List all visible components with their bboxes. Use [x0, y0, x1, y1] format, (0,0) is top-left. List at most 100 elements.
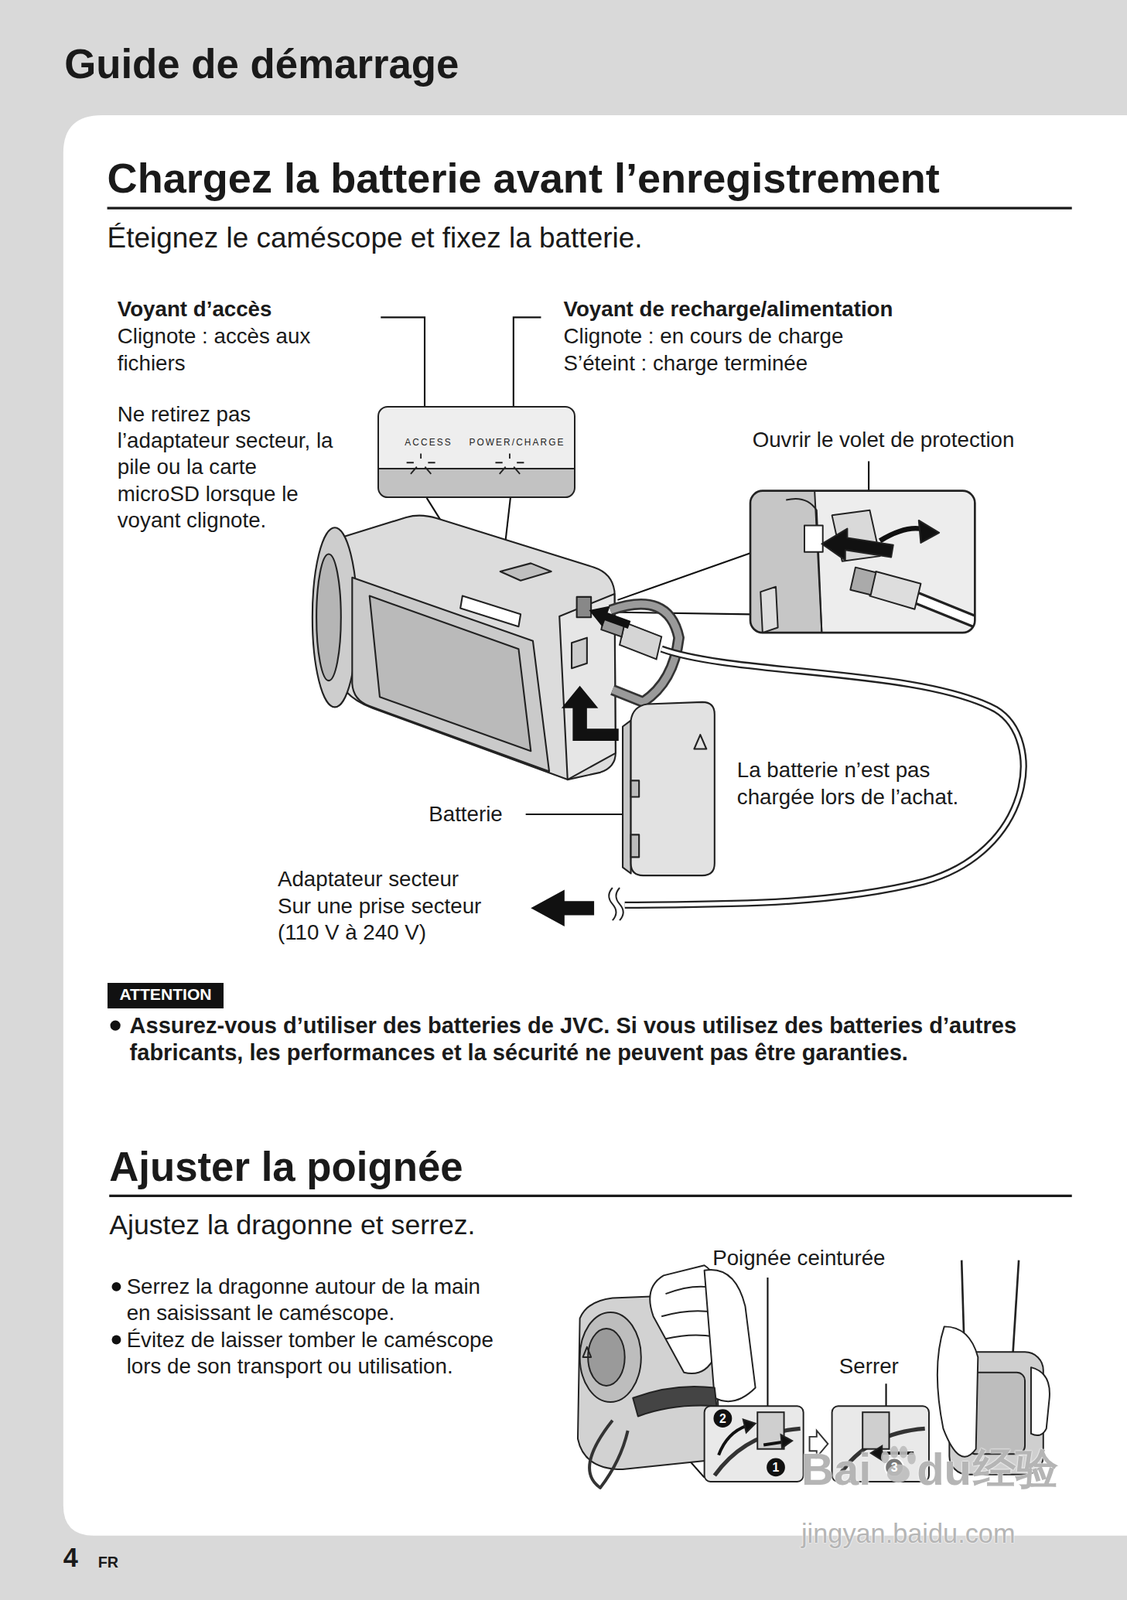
carry-view — [937, 1260, 1050, 1476]
part-label: Poignée ceinturée — [712, 1245, 885, 1272]
jack-detail — [916, 597, 975, 625]
ac-adapter-cable — [615, 887, 623, 921]
camcorder — [500, 563, 552, 581]
indicator-lamp — [379, 407, 574, 497]
callout-text: S’éteint : charge terminée — [563, 350, 809, 377]
section-heading: Ajuster la poignée — [109, 1142, 463, 1192]
ac-adapter-cable — [624, 648, 1024, 906]
watermark-logo — [887, 1465, 910, 1484]
jack-detail — [916, 597, 975, 625]
page-number: 4 — [63, 1543, 79, 1575]
jack-detail — [760, 587, 778, 633]
battery — [622, 720, 632, 875]
direction-arrow — [561, 686, 619, 742]
camcorder — [312, 527, 358, 707]
watermark-logo — [881, 1446, 916, 1484]
watermark-logo — [907, 1452, 916, 1466]
instruction: Ajustez la dragonne et serrez. — [109, 1208, 475, 1242]
watermark: du — [916, 1444, 972, 1496]
ac-adapter-cable — [624, 648, 1024, 906]
strap-detail — [704, 1406, 804, 1483]
callout-number: 1 — [766, 1458, 786, 1478]
heading-rule — [107, 208, 1073, 1196]
jack-detail — [869, 571, 921, 610]
attention-text: Assurez-vous d’utiliser des batteries de… — [129, 1012, 1018, 1068]
watermark-logo — [890, 1446, 899, 1459]
watermark: jingyan.baidu.com — [801, 1519, 1015, 1551]
carry-view — [1031, 1367, 1050, 1436]
bullet-dot — [110, 1021, 121, 1032]
direction-arrow — [530, 890, 595, 928]
instruction: Éteignez le caméscope et fixez la batter… — [107, 221, 643, 257]
battery — [631, 780, 640, 797]
language-code: FR — [98, 1553, 119, 1573]
jack-detail-frame — [750, 491, 975, 633]
watermark-logo — [899, 1446, 909, 1459]
jack-detail — [750, 491, 822, 633]
strap-detail — [862, 1412, 889, 1450]
strap-detail — [743, 1419, 756, 1433]
hand-grip — [587, 1328, 625, 1387]
jack-detail — [918, 520, 940, 544]
jack-detail — [785, 498, 822, 633]
battery — [631, 702, 715, 876]
callout-title: Voyant d’accès — [117, 296, 273, 323]
page-title: Guide de démarrage — [64, 39, 459, 89]
direction-arrow — [585, 599, 634, 636]
ac-adapter-cable — [601, 615, 1024, 922]
leader-line — [618, 612, 751, 615]
part-label: Batterie — [428, 801, 503, 828]
indicator-lamp — [406, 454, 436, 475]
jack-detail — [804, 525, 824, 553]
note: La batterie n’est pas chargée lors de l’… — [737, 757, 993, 811]
camcorder — [316, 553, 342, 681]
leader-line — [513, 317, 542, 407]
callout-circle — [713, 1409, 733, 1428]
strap-detail — [781, 1434, 793, 1449]
hand-grip — [704, 1270, 756, 1402]
indicator-panel: ACCESSPOWER/CHARGE — [377, 406, 576, 499]
camcorder — [369, 596, 532, 752]
watermark: 经验 — [973, 1444, 1059, 1496]
bullet-dot — [112, 1335, 122, 1346]
leader-line — [380, 317, 425, 407]
indicator-label: ACCESS — [404, 437, 452, 449]
jack-detail — [880, 528, 926, 541]
bullet-text: Évitez de laisser tomber le caméscope lo… — [126, 1327, 503, 1381]
indicator-label: ATTENTION — [119, 984, 212, 1005]
strap-detail — [870, 1446, 883, 1461]
page-ground — [63, 115, 1127, 1537]
camcorder — [571, 638, 588, 670]
leader-line — [766, 1277, 769, 1407]
watermark-logo — [881, 1451, 890, 1464]
hand-grip — [583, 1347, 592, 1358]
battery — [622, 702, 715, 876]
jack-detail — [750, 491, 975, 633]
bullet-dot — [112, 1282, 122, 1292]
warning-note: Ne retirez pas l’adaptateur secteur, la … — [117, 401, 345, 535]
strap-detail — [757, 1412, 784, 1450]
jack-detail — [821, 529, 893, 561]
camcorder — [577, 597, 591, 618]
camcorder — [312, 515, 616, 780]
bullet-text: Serrez la dragonne autour de la main en … — [126, 1273, 485, 1328]
heading-rule — [109, 1195, 1073, 1198]
camcorder — [351, 577, 550, 772]
direction-arrow — [530, 599, 633, 927]
strap-detail — [718, 1425, 748, 1455]
part-label: Ouvrir le volet de protection — [752, 426, 1015, 454]
carry-view — [1012, 1260, 1019, 1358]
battery — [631, 834, 640, 858]
battery — [693, 734, 707, 749]
camcorder — [460, 596, 521, 628]
indicator-lamp — [495, 454, 525, 475]
heading-rule — [107, 207, 1073, 210]
hand-grip — [580, 1312, 642, 1403]
leader-line — [617, 553, 751, 601]
watermark: Bai — [801, 1444, 871, 1496]
part-label: Serrer — [839, 1353, 899, 1380]
callout-text: Clignote : accès aux fichiers — [117, 323, 345, 377]
